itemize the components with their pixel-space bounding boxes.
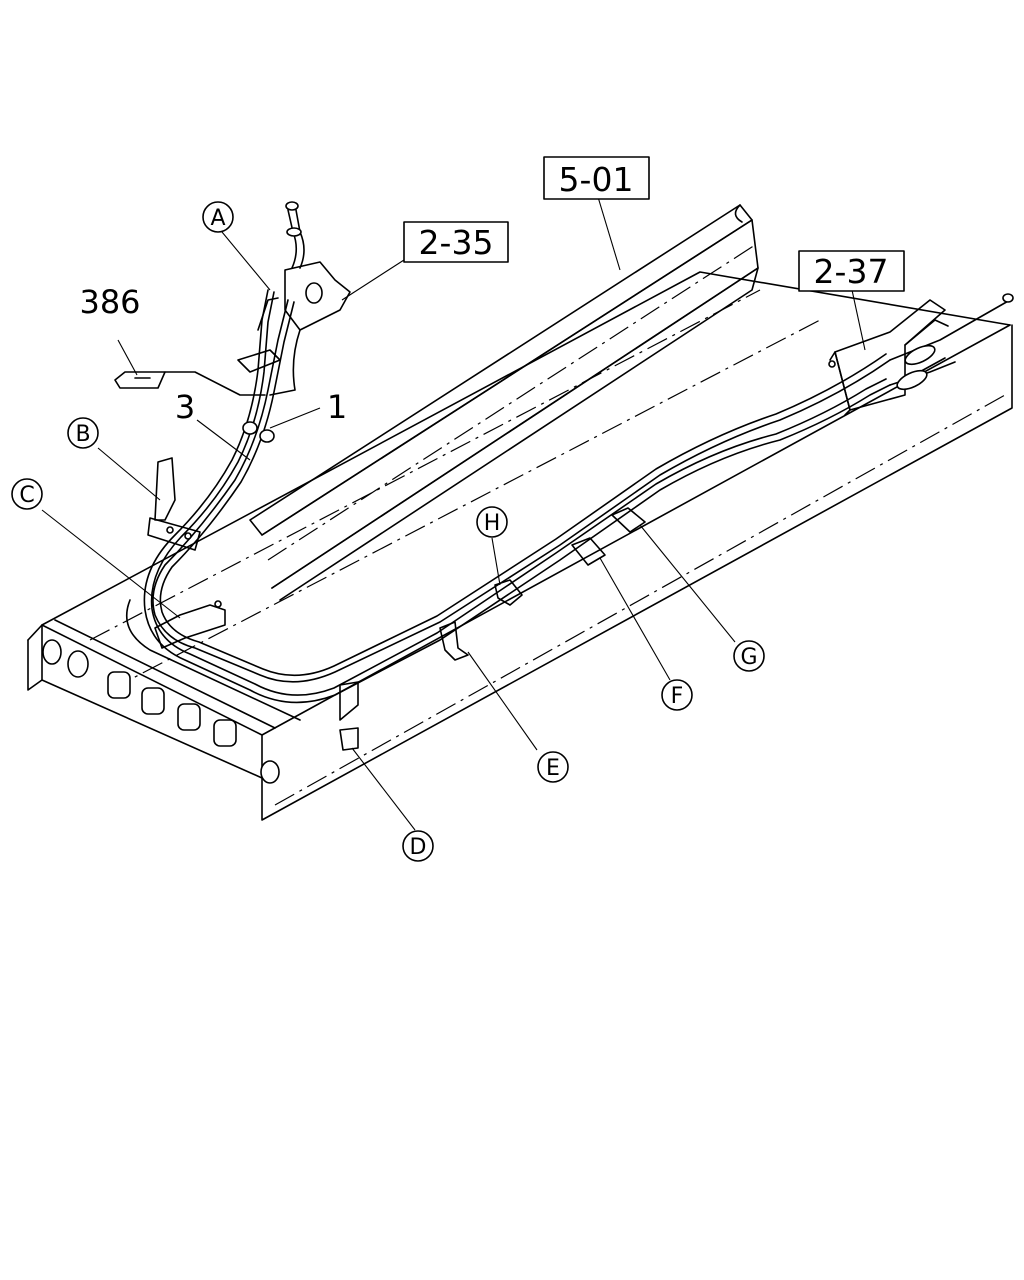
cross-member [27,271,1013,821]
clip-h [494,579,523,606]
part-number-1: 1 [327,388,347,426]
svg-text:2-35: 2-35 [419,223,494,262]
svg-text:2-37: 2-37 [814,252,889,291]
ref-box-2-37: 2-37 [798,250,905,292]
svg-text:H: H [484,511,501,536]
svg-text:G: G [740,645,757,670]
clip-386 [114,371,266,396]
callout-f: F [661,679,693,711]
frame-side-rail [249,204,759,601]
svg-text:5-01: 5-01 [559,160,634,199]
callout-d: D [402,830,434,862]
svg-text:F: F [671,684,684,709]
svg-text:C: C [19,483,34,508]
svg-text:B: B [75,422,90,447]
callout-c: C [11,478,43,510]
clip-f [571,537,606,566]
leader-lines [41,196,866,831]
frame-holes [42,639,280,784]
bracket-c [154,604,226,649]
part-number-386: 386 [79,283,140,321]
clip-g [611,507,646,533]
callout-h: H [476,506,508,538]
callout-a: A [202,201,234,233]
svg-text:A: A [210,206,225,231]
lever-assembly [237,201,351,396]
ref-box-2-35: 2-35 [403,221,509,263]
callout-g: G [733,640,765,672]
part-number-3: 3 [175,388,195,426]
brake-cables [143,289,1014,704]
ref-box-5-01: 5-01 [543,156,650,200]
bracket-b [154,457,176,521]
clip-d [339,681,359,721]
clip-e [439,621,469,661]
cable-clips [147,457,646,751]
callout-e: E [537,751,569,783]
callout-b: B [67,417,99,449]
svg-text:E: E [546,756,560,781]
svg-text:D: D [410,835,427,860]
